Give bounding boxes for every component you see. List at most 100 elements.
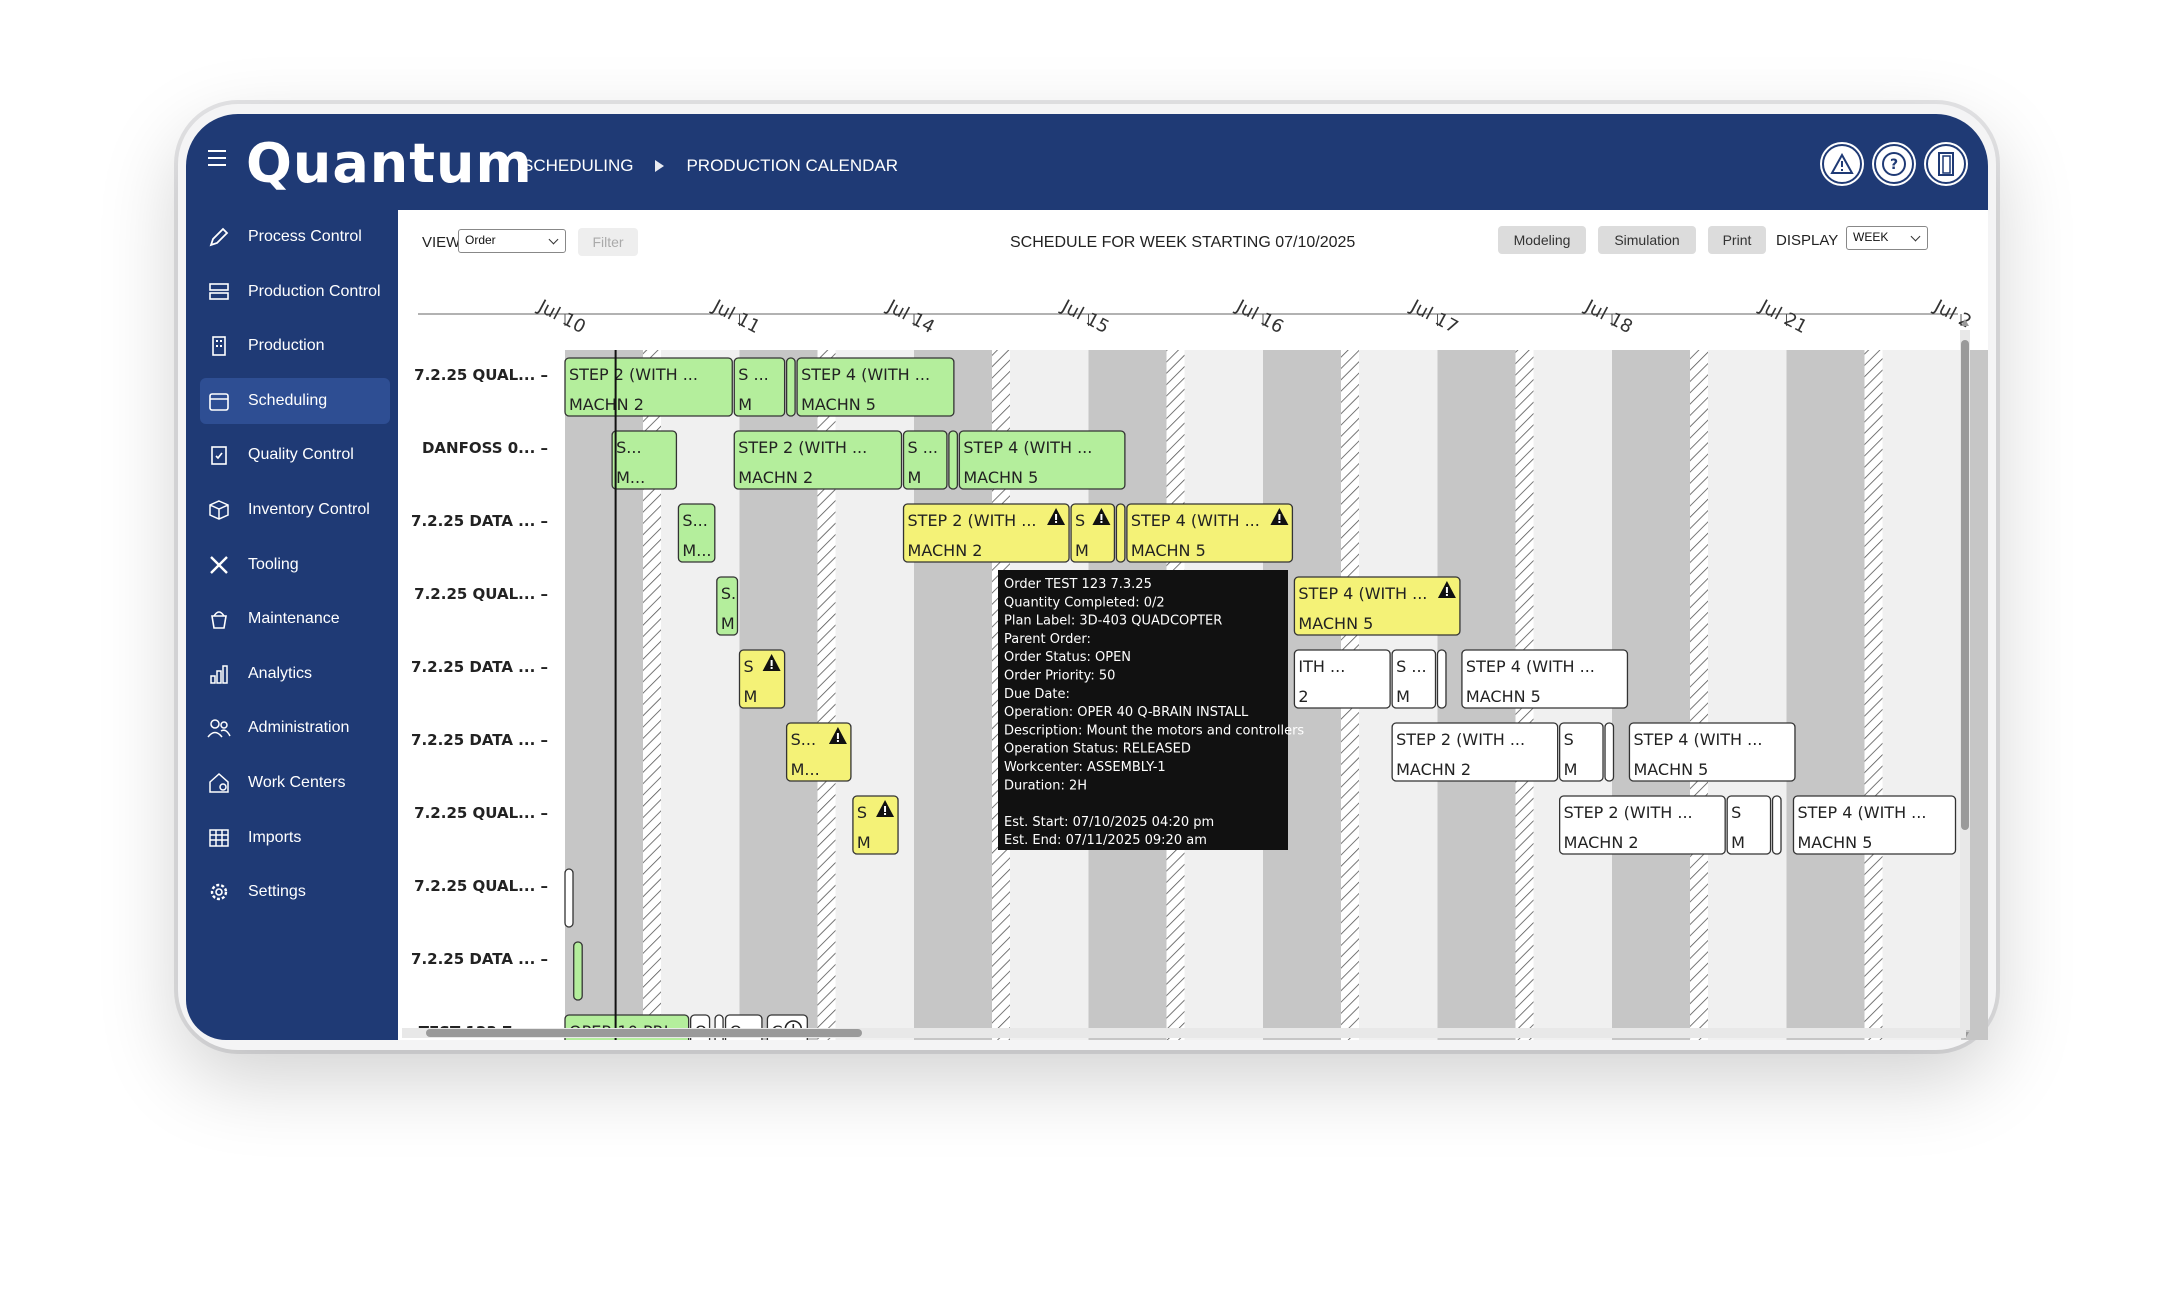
bar-label: STEP 4 (WITH ... [963, 438, 1092, 457]
sidebar-item-tooling[interactable]: Tooling [200, 542, 390, 588]
gantt-bar[interactable]: STEP 4 (WITH ...MACHN 5 [1792, 795, 1957, 855]
gear-icon [204, 881, 234, 903]
gantt-bar[interactable]: STEP 2 (WITH ...MACHN 2 [733, 430, 903, 490]
bucket-icon [204, 608, 234, 630]
gantt-bar[interactable]: SM [852, 795, 899, 855]
tooltip-line: Est. Start: 07/10/2025 04:20 pm [1004, 815, 1214, 830]
sidebar-item-label: Imports [248, 828, 302, 846]
gantt-bar[interactable]: S.M [716, 576, 739, 636]
gantt-bar[interactable]: STEP 4 (WITH ...MACHN 5 [796, 357, 955, 417]
gantt-bar[interactable]: S...M... [785, 722, 852, 782]
horizontal-scrollbar[interactable] [402, 1028, 1966, 1038]
bar-label: S [1564, 730, 1574, 749]
gantt-bar[interactable]: S...M... [611, 430, 678, 490]
gantt-bar[interactable] [785, 357, 796, 417]
row-label: 7.2.25 QUAL... – [414, 804, 548, 822]
bar-sublabel: 2 [1298, 687, 1308, 706]
horizontal-scroll-thumb[interactable] [426, 1029, 862, 1037]
simulation-button[interactable]: Simulation [1598, 226, 1696, 254]
gantt-bar[interactable]: S ...M [902, 430, 948, 490]
gantt-bar[interactable]: STEP 4 (WITH ...MACHN 5 [1293, 576, 1461, 636]
building-icon [204, 335, 234, 357]
logout-icon[interactable] [1926, 144, 1966, 184]
sidebar-item-maintenance[interactable]: Maintenance [200, 596, 390, 642]
filter-button[interactable]: Filter [578, 228, 638, 256]
gantt-bar[interactable]: STEP 2 (WITH ...MACHN 2 [1559, 795, 1726, 855]
gantt-bar[interactable]: STEP 4 (WITH ...MACHN 5 [1461, 649, 1629, 709]
sidebar-item-label: Work Centers [248, 774, 346, 791]
modeling-button[interactable]: Modeling [1498, 226, 1586, 254]
gantt-bar[interactable]: STEP 2 (WITH ...MACHN 2 [564, 357, 733, 417]
gantt-bar[interactable]: SM [738, 649, 786, 709]
sidebar-item-inventory-control[interactable]: Inventory Control [200, 487, 390, 533]
vertical-scroll-thumb[interactable] [1961, 340, 1969, 830]
scroll-up-icon[interactable] [1961, 319, 1969, 326]
sidebar-item-quality-control[interactable]: Quality Control [200, 432, 390, 478]
bar-label: S... [791, 730, 816, 749]
sidebar-item-settings[interactable]: Settings [200, 869, 390, 915]
sidebar-item-analytics[interactable]: Analytics [200, 651, 390, 697]
day-column [1786, 350, 1961, 1040]
hamburger-menu-icon[interactable] [208, 150, 226, 166]
gantt-bar[interactable]: S ...M [1391, 649, 1437, 709]
gantt-bar[interactable] [948, 430, 959, 490]
view-select[interactable]: Order [458, 229, 566, 253]
alert-icon [1437, 581, 1456, 598]
date-tick-label: Jul 2 [1930, 295, 1975, 332]
sidebar-item-work-centers[interactable]: Work Centers [200, 760, 390, 806]
tooltip-line: Due Date: [1004, 687, 1070, 702]
sidebar-item-production-control[interactable]: Production Control [200, 269, 390, 315]
breadcrumb-scheduling[interactable]: SCHEDULING [522, 156, 634, 175]
sidebar-item-imports[interactable]: Imports [200, 815, 390, 861]
gantt-bar[interactable]: STEP 4 (WITH ...MACHN 5 [958, 430, 1126, 490]
gantt-bar[interactable]: SM [1559, 722, 1604, 782]
alert-icon [876, 800, 895, 817]
date-tick-label: Jul 11 [708, 295, 763, 338]
bar-label: S [1075, 511, 1085, 530]
print-button[interactable]: Print [1708, 226, 1766, 254]
gantt-bar[interactable]: STEP 4 (WITH ...MACHN 5 [1126, 503, 1294, 563]
bar-sublabel: MACHN 5 [1131, 541, 1206, 560]
gantt-bar[interactable] [564, 868, 574, 928]
gantt-bar[interactable] [1771, 795, 1782, 855]
bar-sublabel: MACHN 5 [1797, 833, 1872, 852]
gantt-bar[interactable]: S...M... [677, 503, 716, 563]
display-select[interactable]: WEEK [1846, 226, 1928, 250]
clipboard-check-icon [204, 444, 234, 466]
tooltip-line: Operation: OPER 40 Q-BRAIN INSTALL [1004, 705, 1249, 720]
sidebar-item-production[interactable]: Production [200, 323, 390, 369]
sidebar-item-scheduling[interactable]: Scheduling [200, 377, 390, 424]
view-select-value: Order [465, 233, 496, 247]
gantt-bar[interactable]: S ...M [733, 357, 786, 417]
gantt-bar[interactable]: SM [1726, 795, 1772, 855]
gantt-bar[interactable] [1436, 649, 1447, 709]
alert-icon [762, 654, 781, 671]
bar-sublabel: M [1564, 760, 1578, 779]
gantt-bar[interactable]: STEP 2 (WITH ...MACHN 2 [902, 503, 1070, 563]
warning-icon[interactable] [1822, 144, 1862, 184]
bar-sublabel: MACHN 5 [1298, 614, 1373, 633]
bar-sublabel: M [857, 833, 871, 852]
day-column [565, 350, 740, 1040]
sidebar-item-process-control[interactable]: Process Control [200, 214, 390, 260]
row-label: 7.2.25 DATA ... – [411, 512, 548, 530]
sidebar-item-label: Inventory Control [248, 501, 370, 518]
gantt-bar[interactable] [1604, 722, 1615, 782]
tooltip-line: Est. End: 07/11/2025 09:20 am [1004, 833, 1207, 848]
gantt-bar[interactable] [1115, 503, 1126, 563]
row-label: DANFOSS 0... – [422, 439, 548, 457]
tooltip-line: Plan Label: 3D-403 QUADCOPTER [1004, 614, 1222, 629]
bar-label: STEP 2 (WITH ... [908, 511, 1037, 530]
gantt-bar[interactable]: STEP 4 (WITH ...MACHN 5 [1628, 722, 1796, 782]
tooltip-line: Workcenter: ASSEMBLY-1 [1004, 760, 1166, 775]
gantt-bar[interactable]: ITH ...2 [1293, 649, 1391, 709]
gantt-bar[interactable]: SM [1070, 503, 1116, 563]
help-icon[interactable]: ? [1874, 144, 1914, 184]
calendar-icon [204, 390, 234, 412]
row-label: 7.2.25 DATA ... – [411, 731, 548, 749]
gantt-bar[interactable]: STEP 2 (WITH ...MACHN 2 [1391, 722, 1559, 782]
sidebar-item-administration[interactable]: Administration [200, 705, 390, 751]
bar-label: S ... [1396, 657, 1427, 676]
gantt-bar[interactable] [573, 941, 583, 1001]
